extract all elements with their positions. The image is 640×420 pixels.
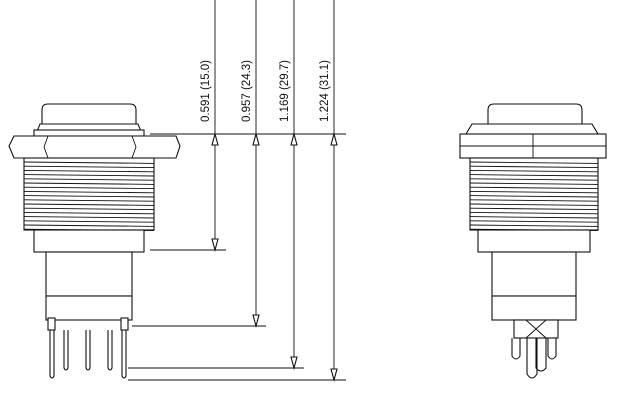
terminal-pins-left	[49, 330, 127, 379]
button-cap-right	[487, 103, 583, 129]
dimension-label-3: 1.169 (29.7)	[279, 60, 291, 122]
housing-bottom-right	[491, 295, 577, 321]
bezel-band	[33, 129, 145, 137]
housing-bottom	[45, 295, 133, 321]
hex-nut	[8, 135, 181, 159]
base-ring	[33, 229, 145, 253]
dimension-label-4: 1.224 (31.1)	[319, 60, 331, 122]
terminal-pins-right	[511, 338, 557, 379]
dimension-label-1: 0.591 (15.0)	[200, 60, 212, 122]
button-cap	[41, 103, 137, 129]
thread-lines	[23, 161, 155, 232]
side-view-right	[459, 103, 607, 379]
threaded-body-right	[469, 157, 599, 231]
side-view-left	[8, 103, 181, 379]
dimension-label-2: 0.957 (24.3)	[241, 60, 253, 122]
dimension-lines	[128, 0, 346, 383]
threaded-body	[23, 157, 155, 231]
switch-housing-right	[491, 251, 577, 297]
base-ring-right	[477, 229, 591, 253]
switch-housing	[45, 251, 133, 297]
